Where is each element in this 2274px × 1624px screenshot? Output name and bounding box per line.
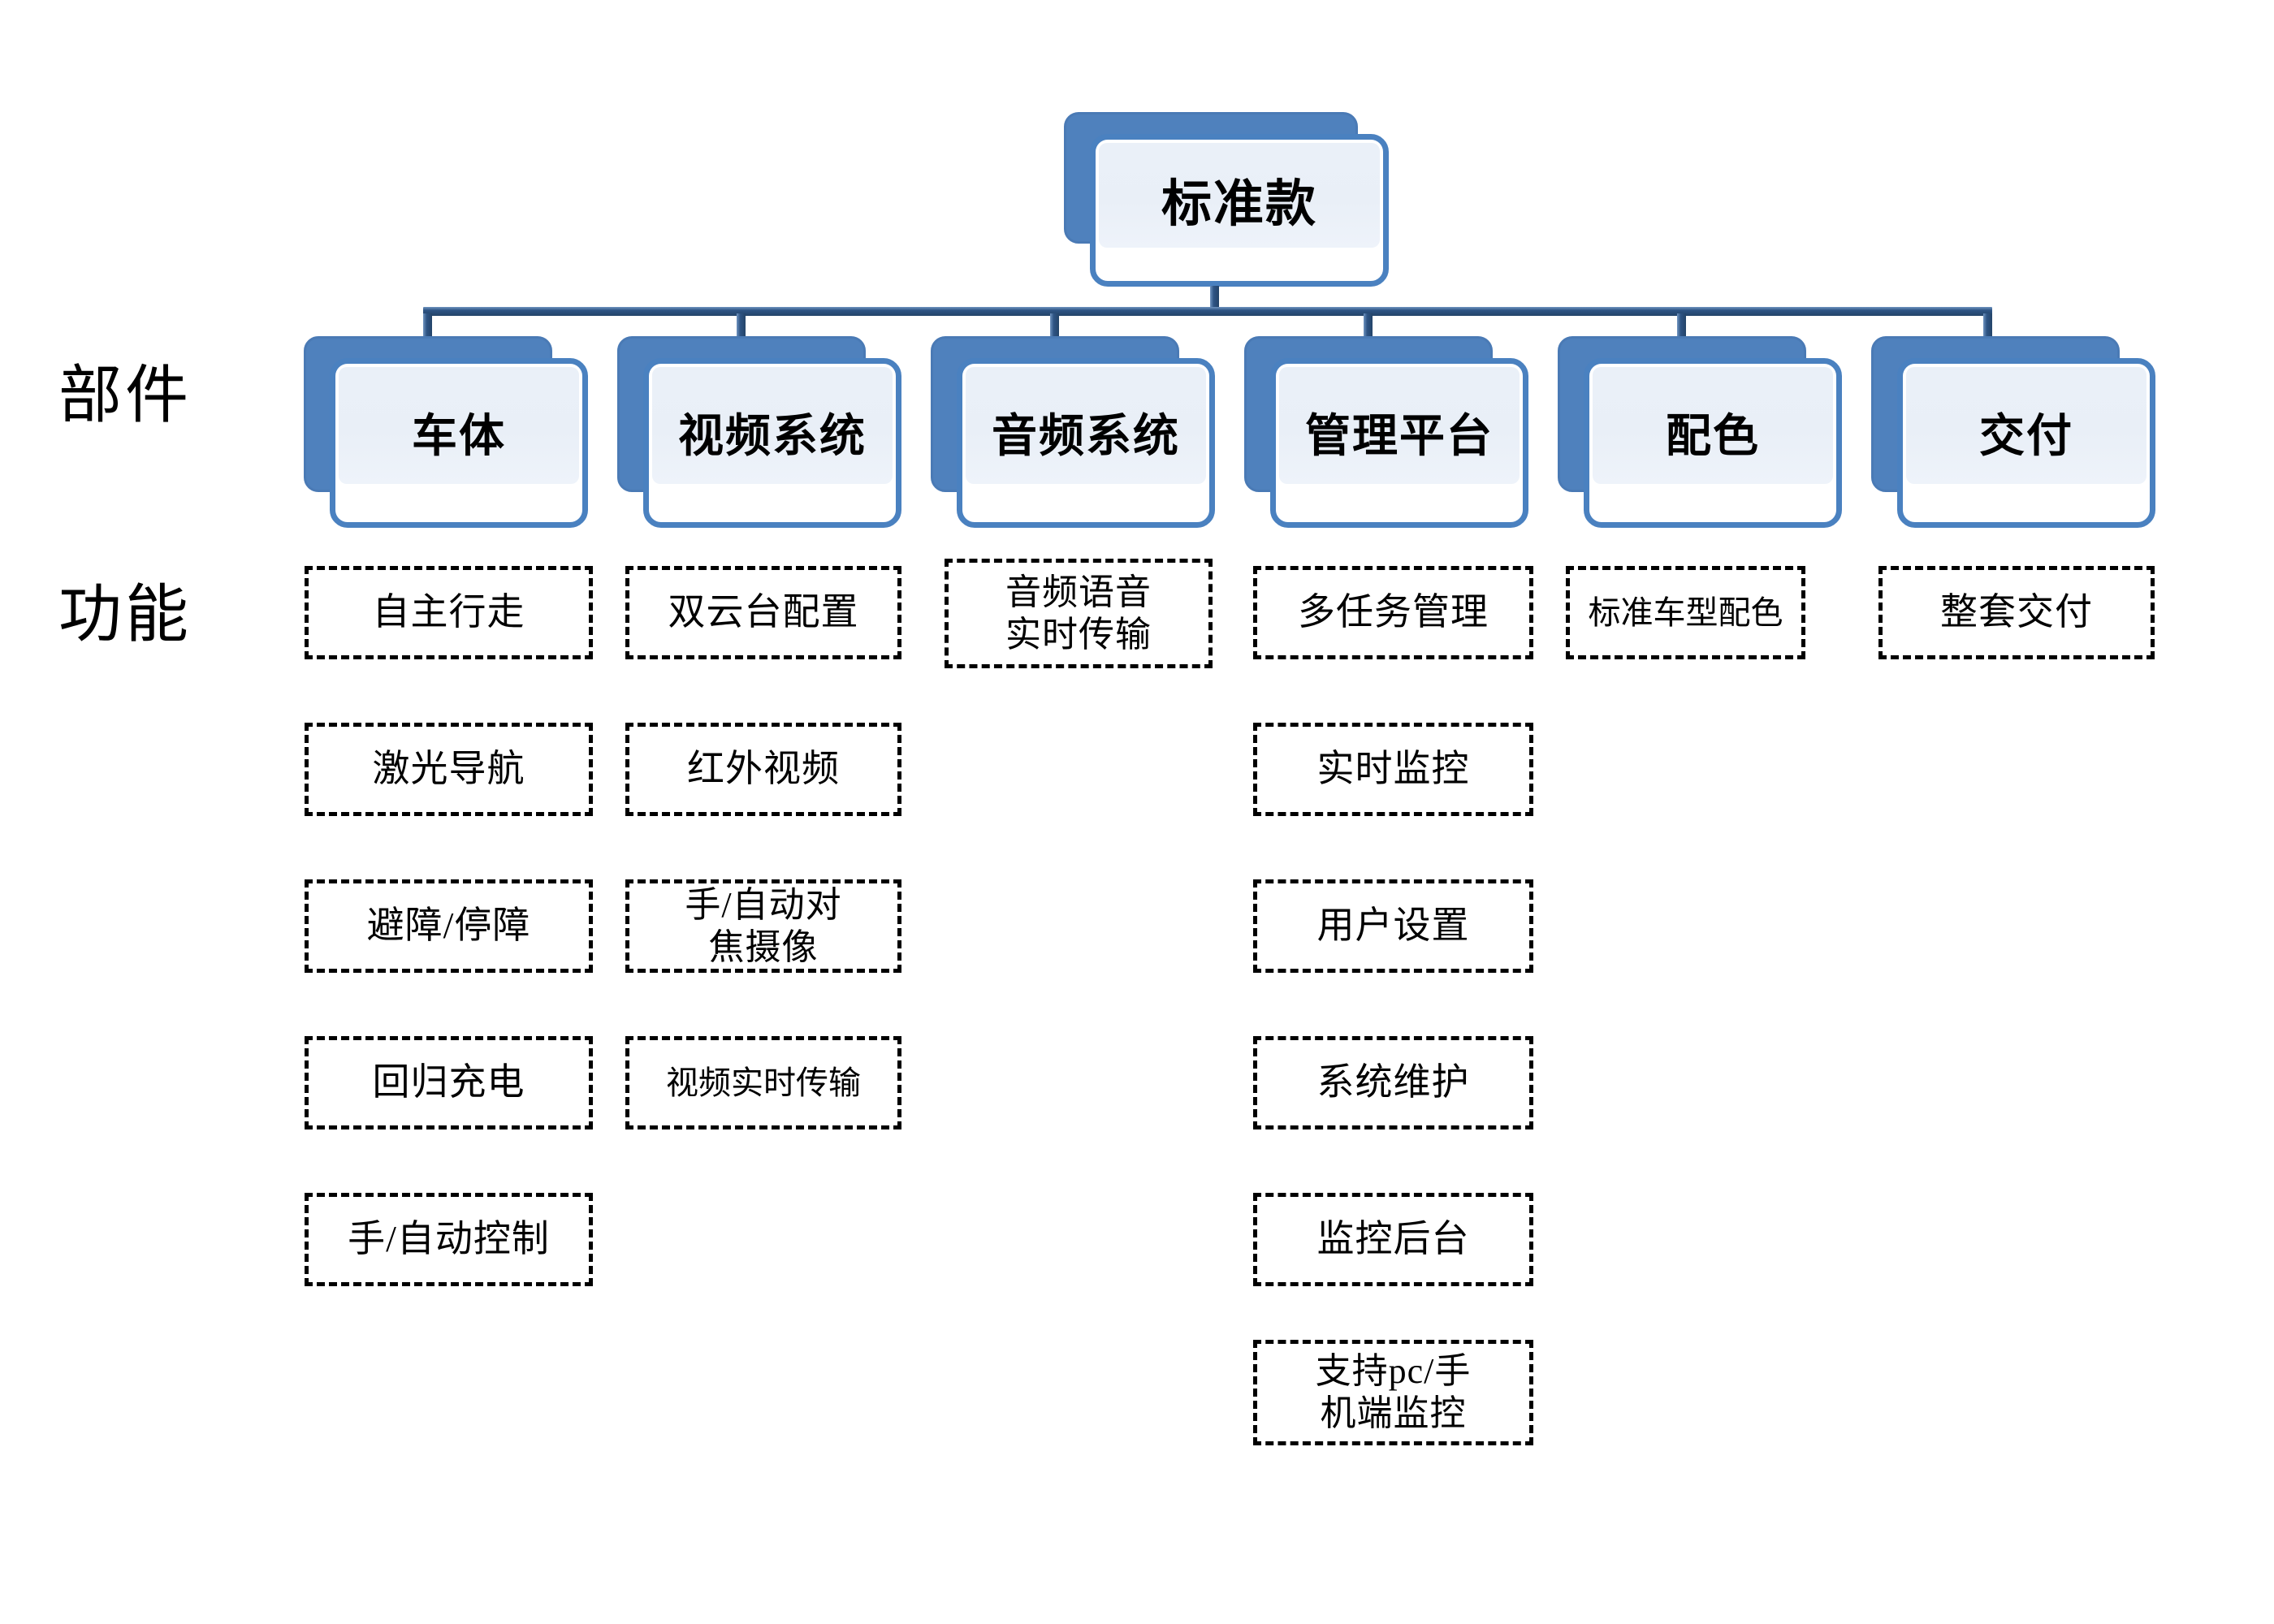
node-component-label: 管理平台: [1305, 411, 1494, 462]
connector-drop-2: [737, 313, 746, 343]
function-box[interactable]: 用户设置: [1253, 879, 1533, 973]
node-sheen: [1279, 367, 1520, 485]
function-box[interactable]: 监控后台: [1253, 1193, 1533, 1286]
node-root-label: 标准款: [1161, 176, 1317, 232]
node-component-management-platform[interactable]: 管理平台: [1244, 336, 1528, 528]
function-box[interactable]: 回归充电: [305, 1036, 593, 1129]
function-box[interactable]: 避障/停障: [305, 879, 593, 973]
function-box[interactable]: 红外视频: [625, 723, 901, 816]
node-front-card: 配色: [1584, 358, 1842, 528]
node-front-card: 视频系统: [643, 358, 901, 528]
node-component-label: 视频系统: [678, 411, 867, 462]
function-box[interactable]: 实时监控: [1253, 723, 1533, 816]
connector-drop-3: [1050, 313, 1059, 343]
row-label-functions: 功能: [58, 579, 192, 650]
function-box[interactable]: 手/自动控制: [305, 1193, 593, 1286]
function-box[interactable]: 手/自动对 焦摄像: [625, 879, 901, 973]
node-front-card: 音频系统: [957, 358, 1215, 528]
function-box[interactable]: 视频实时传输: [625, 1036, 901, 1129]
connector-drop-4: [1364, 313, 1373, 343]
connector-bus: [423, 307, 1992, 316]
node-sheen: [1906, 367, 2146, 485]
node-component-label: 车体: [412, 411, 506, 462]
node-front-card: 标准款: [1090, 134, 1389, 287]
node-component-label: 音频系统: [992, 411, 1180, 462]
node-component-label: 配色: [1666, 411, 1760, 462]
connector-drop-1: [423, 313, 432, 343]
node-sheen: [339, 367, 579, 485]
node-sheen: [966, 367, 1206, 485]
node-sheen: [652, 367, 893, 485]
node-front-card: 车体: [330, 358, 588, 528]
connector-drop-6: [1983, 313, 1992, 343]
function-box[interactable]: 系统维护: [1253, 1036, 1533, 1129]
node-front-card: 管理平台: [1270, 358, 1528, 528]
node-component-audio-system[interactable]: 音频系统: [931, 336, 1215, 528]
function-box[interactable]: 整套交付: [1878, 566, 2155, 659]
function-box[interactable]: 自主行走: [305, 566, 593, 659]
node-component-vehicle-body[interactable]: 车体: [304, 336, 588, 528]
function-box[interactable]: 标准车型配色: [1566, 566, 1805, 659]
node-component-delivery[interactable]: 交付: [1871, 336, 2155, 528]
row-label-components: 部件: [58, 360, 192, 430]
function-box[interactable]: 支持pc/手 机端监控: [1253, 1340, 1533, 1445]
function-box[interactable]: 多任务管理: [1253, 566, 1533, 659]
connector-root-stem: [1210, 286, 1219, 310]
node-root-standard-model[interactable]: 标准款: [1064, 112, 1389, 287]
connector-drop-5: [1677, 313, 1686, 343]
node-component-color-scheme[interactable]: 配色: [1558, 336, 1842, 528]
function-box[interactable]: 双云台配置: [625, 566, 901, 659]
node-front-card: 交付: [1897, 358, 2155, 528]
function-box[interactable]: 音频语音 实时传输: [945, 559, 1213, 668]
node-component-video-system[interactable]: 视频系统: [617, 336, 901, 528]
function-box[interactable]: 激光导航: [305, 723, 593, 816]
node-sheen: [1593, 367, 1833, 485]
node-component-label: 交付: [1979, 411, 2073, 462]
node-sheen: [1099, 143, 1380, 248]
